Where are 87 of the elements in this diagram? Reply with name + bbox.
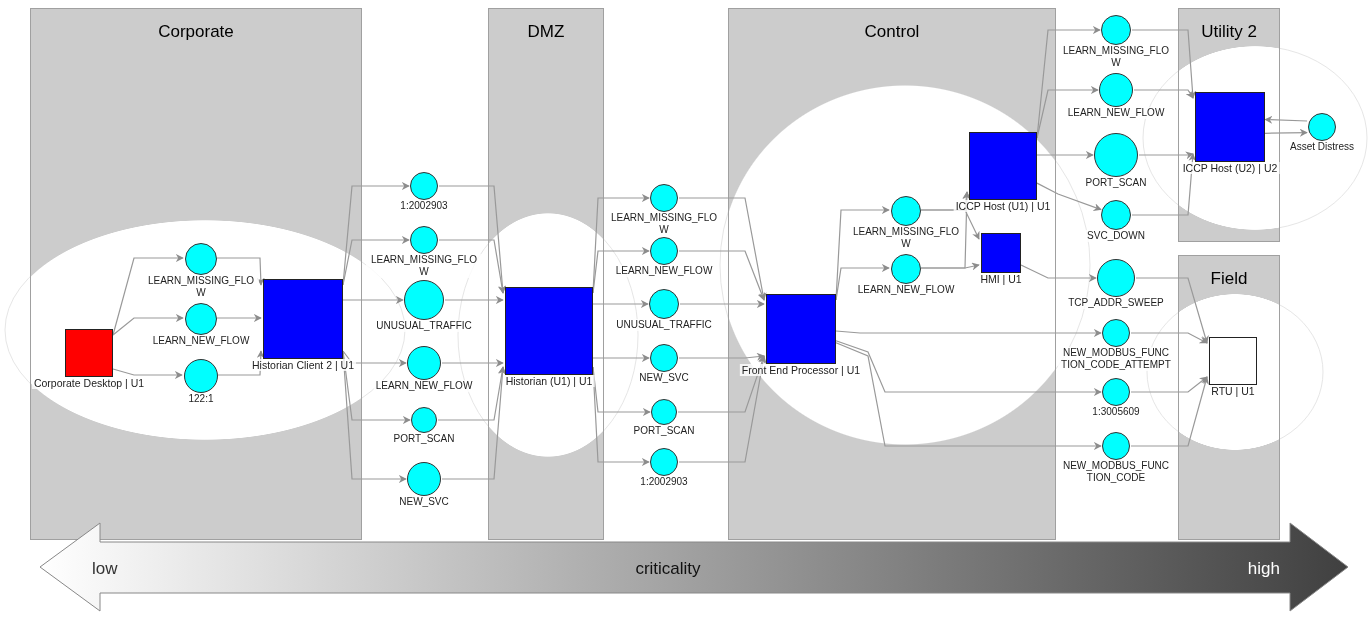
arrow: [216, 257, 265, 286]
arrow: [1130, 376, 1208, 393]
arrow: [678, 352, 765, 361]
arrow: [677, 355, 766, 413]
node-label: Asset Distress: [1288, 141, 1356, 153]
arrow: [438, 239, 506, 294]
zone-title: DMZ: [526, 21, 566, 43]
arrow: [112, 368, 183, 379]
arrow: [592, 366, 650, 466]
arrow: [1036, 182, 1102, 211]
arrow: [1264, 128, 1308, 137]
arrow: [592, 300, 649, 308]
arrow: [1036, 151, 1094, 159]
zone-band: [1178, 8, 1280, 242]
zone-band: [488, 8, 604, 540]
node-label: 1:2002903: [638, 476, 690, 488]
node-label: LEARN_NEW_FLOW: [1065, 107, 1167, 119]
node-label: SVC_DOWN: [1085, 230, 1147, 242]
node-label: Corporate Desktop | U1: [31, 377, 147, 389]
node-label: Historian (U1) | U1: [503, 375, 595, 387]
arrow: [835, 340, 1102, 396]
node-label: UNUSUAL_TRAFFIC: [614, 319, 714, 331]
node-label: 1:2002903: [398, 200, 450, 212]
zone-band: [728, 8, 1056, 540]
arrow: [342, 236, 410, 286]
zone-band: [1178, 255, 1280, 540]
arrow: [1135, 277, 1209, 344]
node-label: ICCP Host (U2) | U2: [1180, 162, 1280, 174]
arrow: [1133, 89, 1194, 99]
arrow: [679, 300, 765, 308]
arrow: [1020, 264, 1097, 282]
arrow: [444, 296, 504, 304]
node-label: Historian Client 2 | U1: [250, 359, 356, 371]
node-label: UNUSUAL_TRAFFIC: [374, 320, 474, 332]
node-label: NEW_SVC: [637, 372, 691, 384]
arrow: [217, 350, 265, 376]
node-label: NEW_SVC: [397, 496, 451, 508]
node-label: PORT_SCAN: [391, 433, 457, 445]
arrow: [437, 366, 506, 421]
arrow: [678, 355, 767, 463]
arrow: [835, 264, 890, 301]
arrow: [342, 350, 407, 483]
node-label: RTU | U1: [1209, 385, 1257, 397]
arrow: [920, 262, 980, 271]
arrow: [678, 250, 766, 301]
node-label: LEARN_NEW_FLOW: [150, 335, 252, 347]
node-label: NEW_MODBUS_FUNCTION_CODE_ATTEMPT: [1058, 347, 1174, 371]
arrow: [835, 329, 1102, 337]
arrow: [678, 197, 767, 301]
zone-title: Field: [1209, 268, 1249, 290]
arrow: [342, 350, 407, 367]
node-label: PORT_SCAN: [1083, 177, 1149, 189]
node-label: HMI | U1: [978, 273, 1024, 285]
arrow: [592, 354, 650, 362]
arrow: [920, 209, 980, 240]
node-label: ICCP Host (U1) | U1: [953, 200, 1053, 212]
scale-label: high: [1247, 558, 1280, 580]
node-label: 1:3005609: [1090, 406, 1142, 418]
node-label: LEARN_NEW_FLOW: [855, 284, 957, 296]
zone-title: Control: [863, 21, 921, 43]
arrow: [1036, 86, 1099, 139]
arrow: [835, 342, 1102, 450]
zone-title: Utility 2: [1200, 21, 1258, 43]
arrow: [1130, 376, 1209, 447]
arrow: [441, 366, 507, 480]
node-label: Front End Processor | U1: [739, 364, 863, 376]
node-label: PORT_SCAN: [631, 425, 697, 437]
zone-band: [30, 8, 362, 540]
arrow: [1138, 151, 1194, 160]
arrow: [1130, 332, 1208, 344]
arrow: [112, 314, 184, 336]
node-label: LEARN_NEW_FLOW: [373, 380, 475, 392]
arrow: [1131, 29, 1197, 99]
arrow: [112, 254, 184, 336]
zone-title: Corporate: [157, 21, 235, 43]
arrow: [1131, 153, 1197, 216]
node-label: LEARN_NEW_FLOW: [613, 265, 715, 277]
scale-label: criticality: [635, 558, 701, 580]
arrow: [441, 359, 504, 367]
arrow: [592, 247, 650, 294]
node-label: TCP_ADDR_SWEEP: [1066, 297, 1166, 309]
arrow: [1264, 115, 1308, 124]
arrow: [216, 314, 262, 322]
node-label: LEARN_MISSING_FLOW: [366, 254, 482, 278]
scale-label: low: [92, 558, 118, 580]
node-label: 122:1: [186, 393, 216, 405]
arrow: [342, 296, 404, 304]
